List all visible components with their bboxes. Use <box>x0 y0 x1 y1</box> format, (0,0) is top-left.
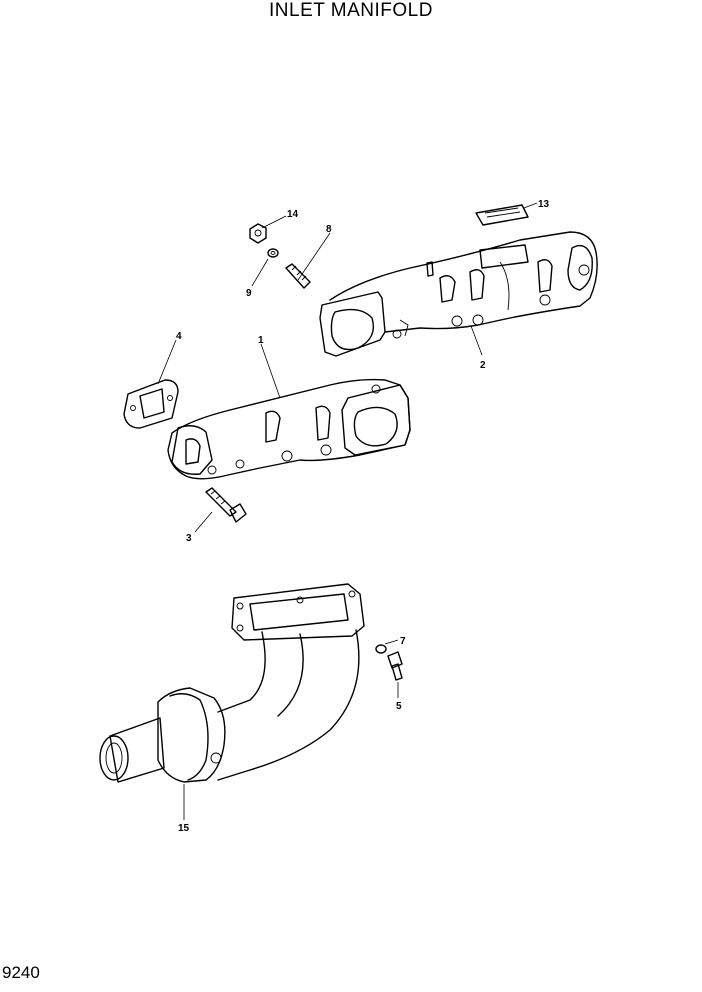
elbow-part-15 <box>99 583 365 783</box>
gasket-part-4 <box>123 379 179 429</box>
stud-part-8 <box>285 263 311 289</box>
washer-part-9 <box>267 248 279 258</box>
callout-4: 4 <box>176 331 182 342</box>
page-title: INLET MANIFOLD <box>269 0 433 21</box>
callout-15: 15 <box>178 823 190 834</box>
label-plate-part-13 <box>475 204 529 226</box>
callout-9: 9 <box>246 288 252 299</box>
manifold-part-2 <box>319 231 598 357</box>
washer-part-7 <box>375 644 387 654</box>
callout-8: 8 <box>326 224 332 235</box>
page-code: 9240 <box>2 963 40 982</box>
nut-part-14 <box>249 223 267 244</box>
callout-13: 13 <box>538 199 550 210</box>
callout-2: 2 <box>480 360 486 371</box>
bolt-part-5 <box>387 651 403 681</box>
callout-14: 14 <box>287 209 299 220</box>
callout-5: 5 <box>396 701 402 712</box>
bolt-part-3 <box>205 487 247 523</box>
callout-1: 1 <box>258 335 264 346</box>
callout-7: 7 <box>400 636 406 647</box>
callout-3: 3 <box>186 533 192 544</box>
manifold-part-1 <box>167 378 411 480</box>
